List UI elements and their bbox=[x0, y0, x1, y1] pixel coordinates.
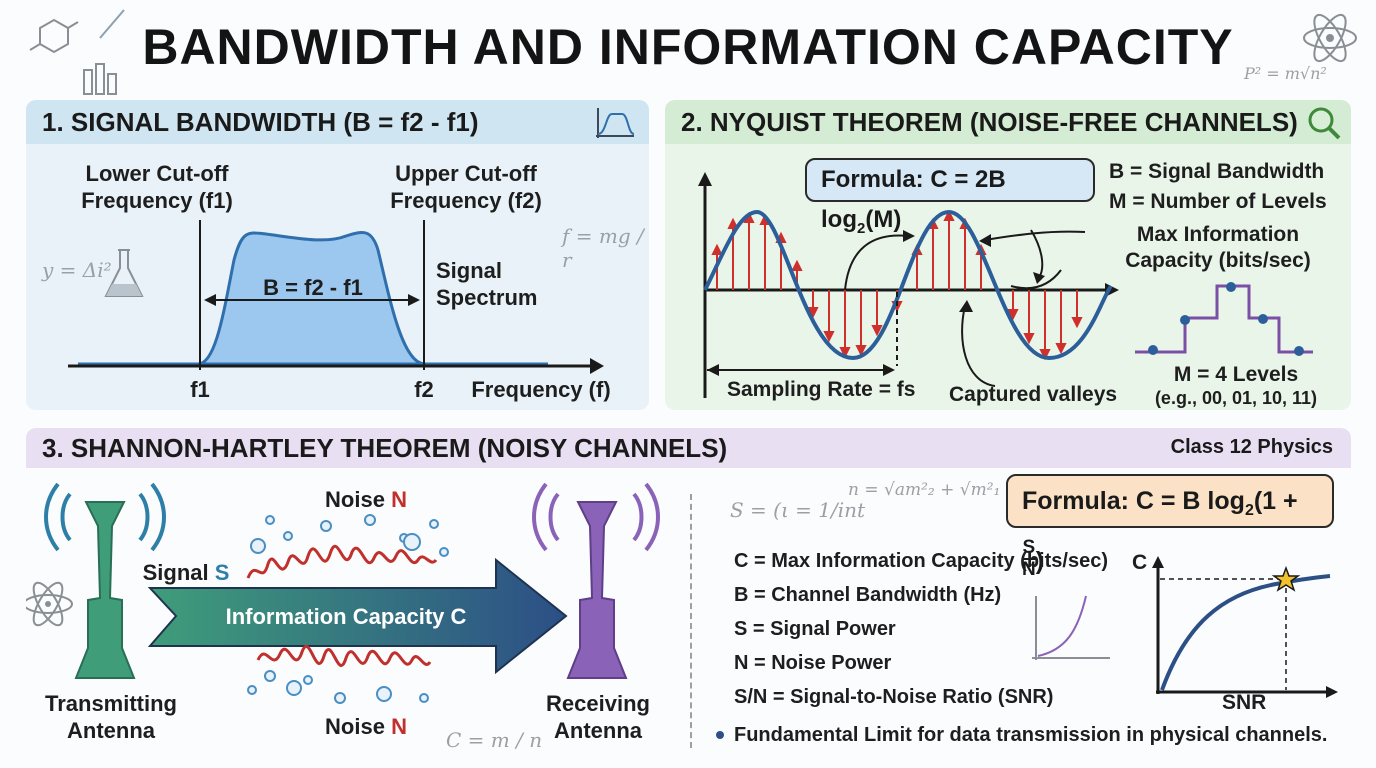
signal-label: Signal S bbox=[136, 559, 236, 586]
spectrum-diagram bbox=[68, 220, 604, 374]
noise-bottom-label: Noise N bbox=[306, 713, 426, 740]
sampling-rate-label: Sampling Rate = fs bbox=[727, 378, 916, 401]
sketch-formula-a: S = (ι = 1/int bbox=[730, 498, 866, 522]
magnifier-icon bbox=[1308, 107, 1341, 140]
rx-antenna-label: Receiving Antenna bbox=[546, 691, 650, 743]
shannon-formula-prefix: Formula: C = B log bbox=[1022, 487, 1245, 515]
limit-bullet bbox=[716, 731, 724, 739]
def-s: S = Signal Power bbox=[734, 618, 896, 640]
frequency-axis-label: Frequency (f) bbox=[471, 377, 611, 402]
def-b-label: B = Signal Bandwidth bbox=[1109, 160, 1325, 183]
captured-valleys-label: Captured valleys bbox=[949, 383, 1118, 406]
panel3-header: 3. SHANNON-HARTLEY THEOREM (NOISY CHANNE… bbox=[26, 428, 1351, 468]
shannon-formula-close: ) bbox=[1035, 547, 1045, 575]
shannon-transmission-diagram bbox=[44, 482, 660, 704]
nyquist-diagram bbox=[698, 172, 1313, 398]
noise-top-label: Noise N bbox=[306, 486, 426, 513]
f1-label: f1 bbox=[190, 377, 210, 402]
tx-antenna-label: Transmitting Antenna bbox=[44, 691, 177, 743]
noise-bottom-text: Noise bbox=[325, 714, 392, 739]
atom-sketch-icon bbox=[1303, 13, 1357, 63]
sketch-formula-right: f = mg / r bbox=[562, 224, 644, 272]
noise-bottom-n: N bbox=[391, 714, 407, 739]
shannon-formula-sub: 2 bbox=[1244, 502, 1254, 519]
max-info-label: Max Information Capacity (bits/sec) bbox=[1125, 223, 1311, 272]
def-n: N = Noise Power bbox=[734, 652, 892, 674]
shannon-panel: 3. SHANNON-HARTLEY THEOREM (NOISY CHANNE… bbox=[26, 428, 1351, 758]
noise-wave-bottom bbox=[256, 644, 432, 667]
star-icon bbox=[1271, 565, 1301, 592]
levels-title: M = 4 Levels bbox=[1173, 363, 1299, 386]
capacity-curve bbox=[1160, 574, 1331, 691]
page-title: BANDWIDTH AND INFORMATION CAPACITY bbox=[142, 19, 1234, 75]
signal-bandwidth-panel: 1. SIGNAL BANDWIDTH (B = f2 - f1) Lower … bbox=[26, 100, 649, 410]
f2-label: f2 bbox=[414, 377, 434, 402]
class-badge: Class 12 Physics bbox=[1170, 436, 1333, 458]
atom-sketch-left-icon bbox=[26, 581, 73, 627]
def-snr: S/N = Signal-to-Noise Ratio (SNR) bbox=[734, 686, 1054, 708]
signal-spectrum-label: Signal Spectrum bbox=[436, 258, 538, 310]
noise-top-text: Noise bbox=[325, 487, 392, 512]
sketch-formula-c: C = m / n bbox=[446, 728, 543, 752]
shannon-formula-num: S bbox=[1022, 537, 1036, 561]
lower-cutoff-label: Lower Cut-off Frequency (f1) bbox=[81, 161, 233, 213]
shannon-formula-open: (1 + bbox=[1253, 487, 1298, 515]
graph-x-label: SNR bbox=[1222, 691, 1267, 714]
nyquist-formula: Formula: C = 2B log2(M) bbox=[805, 158, 1095, 237]
nyquist-formula-sub: 2 bbox=[857, 219, 866, 237]
capacity-arrow bbox=[147, 557, 568, 675]
small-growth-sketch bbox=[1032, 595, 1110, 660]
limit-text: Fundamental Limit for data transmission … bbox=[734, 724, 1328, 746]
panel1-header: 1. SIGNAL BANDWIDTH (B = f2 - f1) bbox=[26, 100, 649, 144]
signal-text: Signal bbox=[142, 560, 215, 585]
molecule-sketch-icon bbox=[29, 9, 125, 95]
def-b: B = Channel Bandwidth (Hz) bbox=[734, 584, 1002, 606]
def-c: C = Max Information Capacity (bits/sec) bbox=[734, 550, 1108, 572]
upper-cutoff-label: Upper Cut-off Frequency (f2) bbox=[390, 161, 542, 213]
arrow-label: Information Capacity C bbox=[225, 604, 467, 629]
capacity-snr-graph bbox=[1152, 556, 1338, 698]
signal-spectrum-curve bbox=[78, 231, 548, 366]
noise-wave-top bbox=[246, 544, 438, 579]
graph-y-label: C bbox=[1132, 551, 1148, 574]
sampled-sine-wave bbox=[703, 209, 1113, 361]
flask-icon bbox=[104, 249, 144, 297]
top-right-formula: P² = m√n² bbox=[1244, 64, 1327, 83]
def-m-label: M = Number of Levels bbox=[1109, 190, 1327, 213]
bandwidth-label: B = f2 - f1 bbox=[263, 275, 363, 300]
bandpass-icon bbox=[596, 108, 635, 138]
nyquist-formula-suffix: (M) bbox=[865, 206, 902, 233]
nyquist-panel: 2. NYQUIST THEOREM (NOISE-FREE CHANNELS) bbox=[665, 100, 1351, 410]
signal-s: S bbox=[214, 560, 230, 585]
tx-antenna-body bbox=[74, 501, 136, 679]
panel2-header: 2. NYQUIST THEOREM (NOISE-FREE CHANNELS) bbox=[665, 100, 1351, 144]
rx-antenna-body bbox=[566, 501, 628, 679]
sketch-formula-left: y = Δi² bbox=[42, 258, 112, 282]
noise-top-n: N bbox=[391, 487, 407, 512]
sketch-formula-b: n = √am²₂ + √m²₁ bbox=[848, 480, 1001, 500]
shannon-formula-den: N bbox=[1022, 559, 1036, 581]
panel3-divider bbox=[690, 494, 692, 748]
levels-example: (e.g., 00, 01, 10, 11) bbox=[1154, 388, 1318, 408]
nyquist-formula-prefix: Formula: C = 2B log bbox=[821, 166, 1006, 233]
